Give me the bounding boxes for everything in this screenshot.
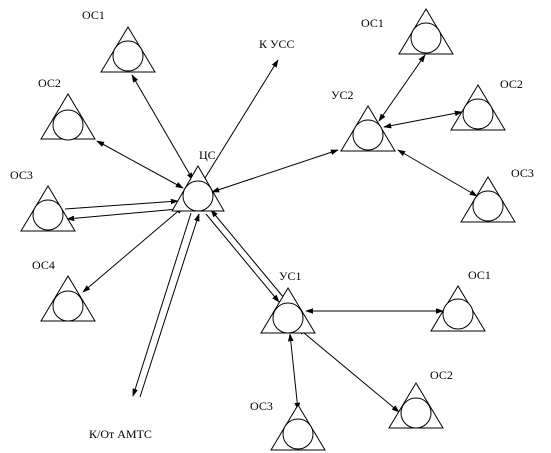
- node-cs-label: ЦС: [199, 148, 216, 162]
- node-cs-os1: ОС1: [82, 8, 156, 73]
- node-us2-os3: ОС3: [460, 166, 534, 223]
- node-cs-os3: ОС3: [10, 168, 76, 232]
- node-us1-label: УС1: [279, 269, 302, 283]
- links: [64, 54, 478, 413]
- node-us2-os1-label: ОС1: [361, 16, 384, 30]
- node-cs-os4: ОС4: [32, 258, 96, 322]
- edge-cs-os3-to: [64, 198, 179, 210]
- edge-cs-os2: [96, 140, 184, 189]
- edge-cs-os3-from: [66, 208, 179, 222]
- node-cs-os1-label: ОС1: [82, 8, 105, 22]
- node-us1-os2-label: ОС2: [430, 368, 453, 382]
- edge-us2-os1: [378, 54, 426, 122]
- node-us1-os1: ОС1: [430, 268, 491, 332]
- amts-label: К/От АМТС: [89, 427, 152, 441]
- node-cs-os3-label: ОС3: [10, 168, 33, 182]
- edge-cs-os1: [131, 74, 194, 181]
- node-cs-os2-label: ОС2: [38, 76, 61, 90]
- edge-us1-os3: [287, 333, 301, 411]
- node-cs-os2: ОС2: [38, 76, 96, 141]
- node-us1-os2: ОС2: [388, 368, 453, 429]
- edge-cs-os4: [82, 206, 184, 293]
- edge-cs-us2: [211, 149, 339, 193]
- edge-cs-amts-to: [132, 212, 192, 397]
- edge-us2-os3: [397, 149, 478, 197]
- edge-us1-os2: [297, 327, 400, 413]
- node-us2-os1: ОС1: [361, 8, 454, 55]
- node-us1: УС1: [260, 269, 316, 334]
- edge-cs-amts-from: [139, 213, 200, 398]
- edge-cs-us1-from: [210, 209, 285, 299]
- node-us1-os3-label: ОС3: [250, 399, 273, 413]
- node-us1-os1-label: ОС1: [468, 268, 491, 282]
- node-us1-os3: ОС3: [250, 399, 326, 451]
- node-us2-label: УС2: [331, 88, 354, 102]
- edge-cs-usc: [204, 59, 279, 179]
- node-us2-os2: ОС2: [450, 77, 523, 131]
- node-us2: УС2: [331, 88, 396, 152]
- edge-us2-os2: [383, 110, 463, 129]
- edge-cs-us1-to: [205, 213, 280, 303]
- node-cs-os4-label: ОС4: [32, 258, 55, 272]
- node-us2-os2-label: ОС2: [500, 77, 523, 91]
- node-cs: ЦС: [171, 148, 225, 212]
- usc-label: К УСС: [259, 37, 295, 51]
- node-us2-os3-label: ОС3: [511, 166, 534, 180]
